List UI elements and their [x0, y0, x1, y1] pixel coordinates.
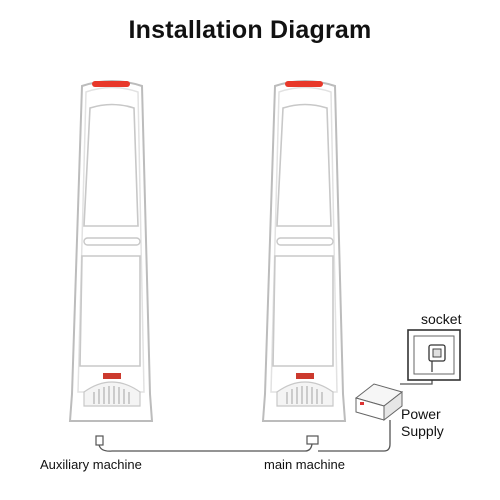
- main-machine-label: main machine: [264, 457, 345, 472]
- power-supply-label-line2: Supply: [401, 423, 444, 439]
- auxiliary-machine-label: Auxiliary machine: [40, 457, 142, 472]
- power-supply-box-icon: [354, 383, 404, 422]
- alarm-led-icon: [92, 81, 130, 87]
- auxiliary-gate-icon: [69, 80, 153, 422]
- socket-label: socket: [421, 311, 462, 327]
- auxiliary-connector-icon: [95, 435, 104, 446]
- main-connector-icon: [306, 435, 319, 445]
- indicator-light-icon: [103, 373, 121, 379]
- indicator-light-icon: [296, 373, 314, 379]
- main-gate-icon: [262, 80, 346, 422]
- wall-socket-icon: [407, 329, 461, 381]
- power-supply-label-line1: Power: [401, 406, 441, 422]
- alarm-led-icon: [285, 81, 323, 87]
- diagram-title: Installation Diagram: [128, 16, 372, 44]
